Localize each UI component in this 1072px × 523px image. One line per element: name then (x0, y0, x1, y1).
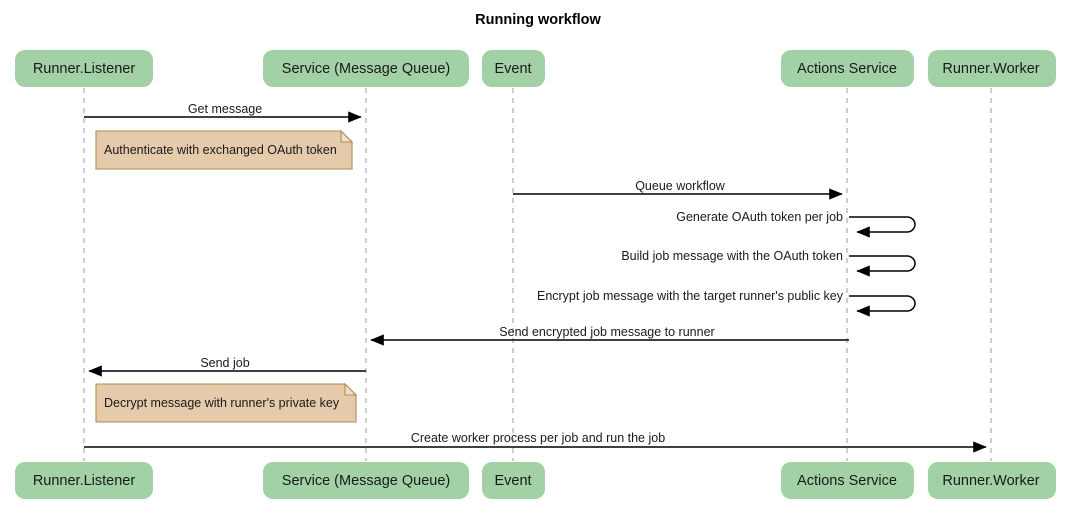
participant-actions-service-top[interactable]: Actions Service (781, 50, 914, 87)
participant-box[interactable] (263, 462, 469, 499)
message-send-job[interactable]: Send job (88, 356, 366, 377)
message-encrypt-job-message-with-the-target-runners-public-key[interactable]: Encrypt job message with the target runn… (537, 289, 916, 317)
participant-box[interactable] (15, 462, 153, 499)
participant-service-message-queue-top[interactable]: Service (Message Queue) (263, 50, 469, 87)
participants-bottom: Runner.Listener Service (Message Queue) … (15, 462, 1056, 499)
participant-box[interactable] (928, 50, 1056, 87)
participant-event-bottom[interactable]: Event (482, 462, 545, 499)
note-body[interactable] (95, 130, 353, 170)
message-self-loop[interactable] (849, 216, 916, 238)
note-fold-corner (344, 382, 358, 396)
participant-box[interactable] (15, 50, 153, 87)
message-label: Get message (188, 102, 262, 116)
message-self-loop[interactable] (849, 295, 916, 317)
participant-label: Event (494, 61, 531, 77)
message-queue-workflow[interactable]: Queue workflow (513, 179, 843, 200)
participant-runner-listener-top[interactable]: Runner.Listener (15, 50, 153, 87)
participant-runner-listener-bottom[interactable]: Runner.Listener (15, 462, 153, 499)
participant-runner-worker-top[interactable]: Runner.Worker (928, 50, 1056, 87)
participant-label: Event (494, 473, 531, 489)
participant-label: Runner.Listener (33, 61, 136, 77)
notes-group: Authenticate with exchanged OAuth token … (95, 129, 358, 423)
message-build-job-message-with-the-oauth-token[interactable]: Build job message with the OAuth token (621, 249, 916, 277)
message-label: Queue workflow (635, 179, 726, 193)
participant-label: Actions Service (797, 61, 897, 77)
message-label: Send job (200, 356, 249, 370)
participant-label: Runner.Listener (33, 473, 136, 489)
participant-label: Service (Message Queue) (282, 61, 450, 77)
participant-runner-worker-bottom[interactable]: Runner.Worker (928, 462, 1056, 499)
note-body[interactable] (95, 383, 357, 423)
message-generate-oauth-token-per-job[interactable]: Generate OAuth token per job (676, 210, 916, 238)
participant-actions-service-bottom[interactable]: Actions Service (781, 462, 914, 499)
note-fold-corner (340, 129, 354, 143)
note-authenticate-with-exchanged-oauth-token[interactable]: Authenticate with exchanged OAuth token (95, 129, 354, 170)
participant-box[interactable] (781, 462, 914, 499)
message-self-loop[interactable] (849, 255, 916, 277)
message-label: Create worker process per job and run th… (411, 431, 665, 445)
diagram-title: Running workflow (475, 12, 601, 28)
participant-label: Runner.Worker (942, 473, 1039, 489)
participant-box[interactable] (781, 50, 914, 87)
participant-label: Runner.Worker (942, 61, 1039, 77)
message-label: Build job message with the OAuth token (621, 249, 843, 263)
message-label: Generate OAuth token per job (676, 210, 843, 224)
participant-event-top[interactable]: Event (482, 50, 545, 87)
participant-label: Actions Service (797, 473, 897, 489)
participant-service-message-queue-bottom[interactable]: Service (Message Queue) (263, 462, 469, 499)
message-send-encrypted-job-message-to-runner[interactable]: Send encrypted job message to runner (370, 325, 849, 346)
participants-top: Runner.Listener Service (Message Queue) … (15, 50, 1056, 87)
messages-group: Get message Queue workflow Generate OAut… (84, 102, 987, 453)
message-label: Encrypt job message with the target runn… (537, 289, 844, 303)
note-label: Decrypt message with runner's private ke… (104, 396, 340, 410)
lifelines-group (83, 88, 992, 461)
participant-box[interactable] (263, 50, 469, 87)
message-get-message[interactable]: Get message (84, 102, 362, 123)
message-label: Send encrypted job message to runner (499, 325, 714, 339)
message-create-worker-process-per-job-and-run-the-job[interactable]: Create worker process per job and run th… (84, 431, 987, 453)
participant-box[interactable] (482, 50, 545, 87)
note-decrypt-message-with-runners-private-key[interactable]: Decrypt message with runner's private ke… (95, 382, 358, 423)
participant-box[interactable] (482, 462, 545, 499)
participant-box[interactable] (928, 462, 1056, 499)
note-label: Authenticate with exchanged OAuth token (104, 143, 337, 157)
participant-label: Service (Message Queue) (282, 473, 450, 489)
